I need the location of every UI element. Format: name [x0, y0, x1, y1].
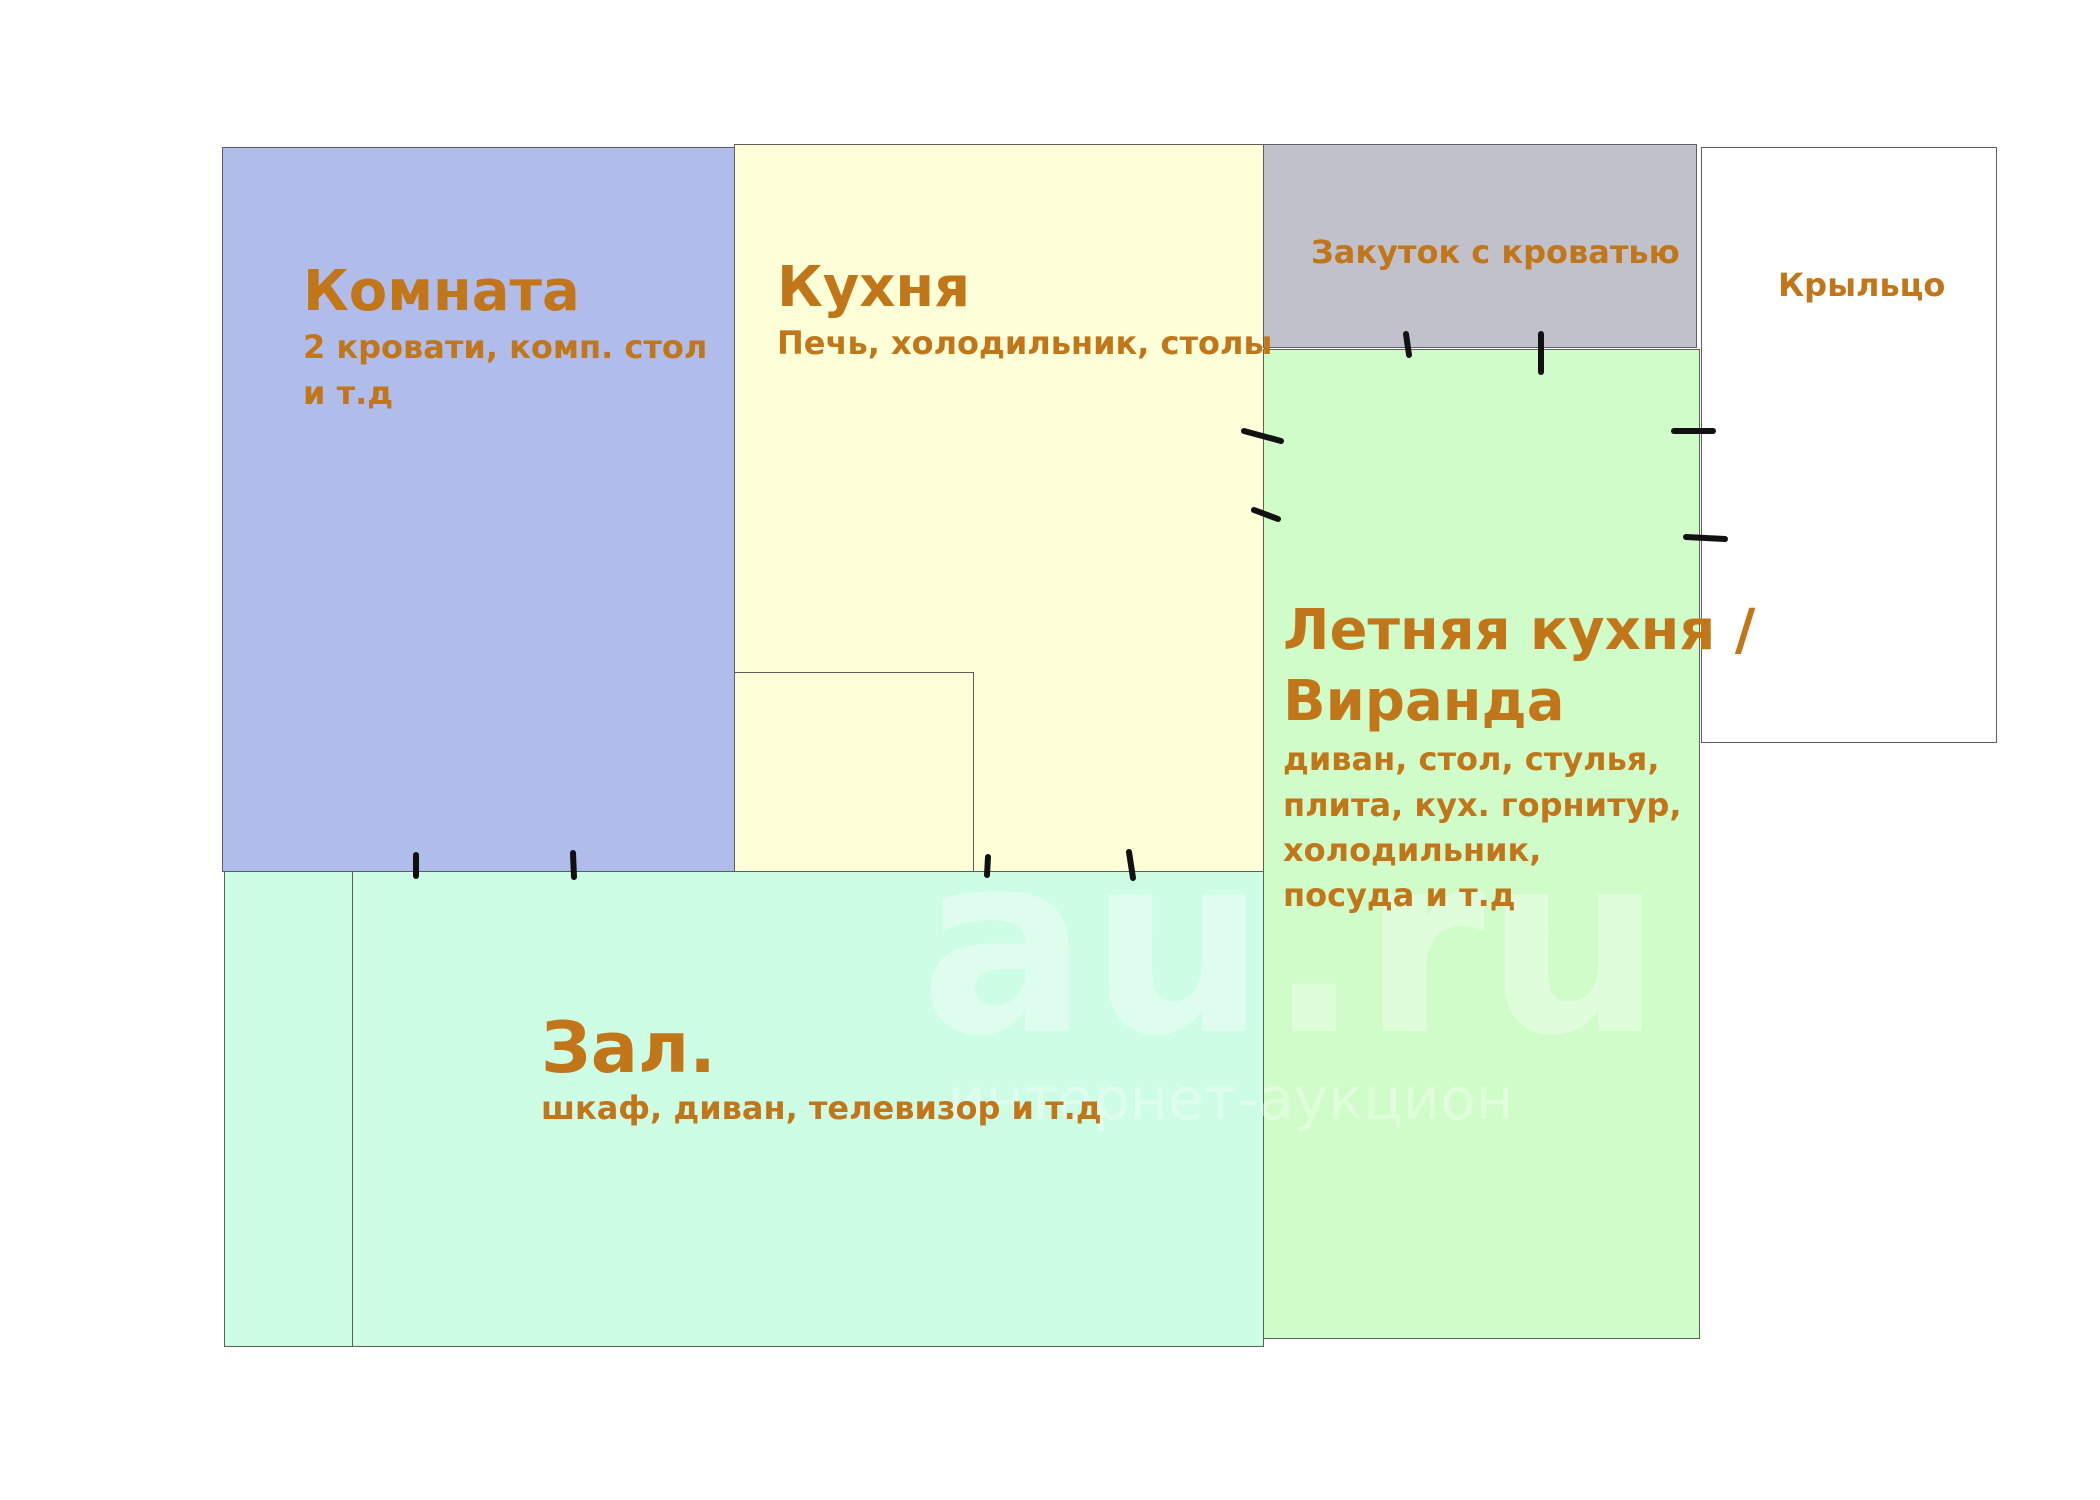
room-kryltso	[1701, 147, 1997, 743]
room-komnata	[222, 147, 735, 872]
room-zakutok	[1263, 144, 1697, 348]
door-mark	[570, 850, 577, 880]
door-mark	[984, 854, 991, 878]
room-letnyaya-kukhnya	[1263, 349, 1700, 1339]
zal-label: Зал. шкаф, диван, телевизор и т.д	[541, 1007, 1102, 1131]
kukhnya-title: Кухня	[777, 255, 971, 320]
door-mark	[1403, 331, 1412, 358]
komnata-subtitle: 2 кровати, комп. стол и т.д	[303, 328, 708, 412]
door-mark	[1241, 428, 1284, 444]
zal-subtitle: шкаф, диван, телевизор и т.д	[541, 1088, 1102, 1127]
watermark-logo: au.ru	[920, 799, 1663, 1090]
door-mark	[1683, 534, 1728, 542]
kukhnya-subtitle: Печь, холодильник, столы	[777, 324, 1273, 363]
letnyaya-subtitle: диван, стол, стулья, плита, кух. горниту…	[1283, 740, 1682, 915]
letnyaya-label: Летняя кухня / Виранда диван, стол, стул…	[1283, 596, 1755, 919]
door-mark	[1126, 849, 1136, 881]
zal-title: Зал.	[541, 1007, 716, 1089]
kukhnya-label: Кухня Печь, холодильник, столы	[777, 254, 1272, 367]
zal-side-strip	[224, 871, 353, 1347]
zakutok-title: Закуток с кроватью	[1311, 233, 1680, 271]
letnyaya-title: Летняя кухня / Виранда	[1283, 598, 1756, 734]
door-mark	[1251, 507, 1281, 522]
watermark-subtitle: интернет-аукцион	[948, 1065, 1514, 1133]
komnata-title: Комната	[303, 259, 580, 324]
komnata-label: Комната 2 кровати, комп. стол и т.д	[303, 258, 707, 416]
kryltso-title: Крыльцо	[1778, 266, 1946, 304]
room-zal	[224, 871, 1264, 1347]
